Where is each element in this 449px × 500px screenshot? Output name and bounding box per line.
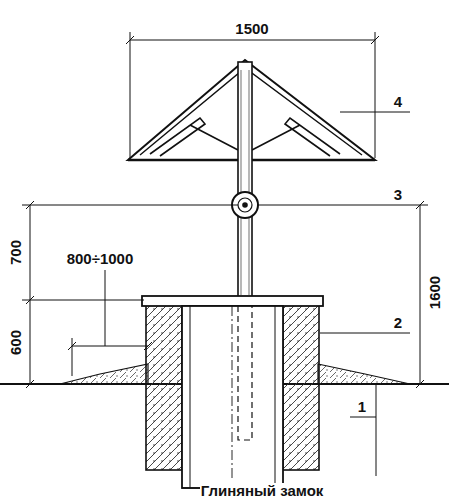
caption-label: Глиняный замок xyxy=(200,483,325,498)
callout-number: 2 xyxy=(393,315,403,330)
dimension: 1500 xyxy=(234,21,269,36)
dimension: 1600 xyxy=(428,274,443,309)
dimension: 800÷1000 xyxy=(66,251,135,266)
callout-number: 4 xyxy=(393,94,403,109)
dimension: 700 xyxy=(9,238,24,265)
callout-number: 3 xyxy=(393,187,403,202)
callout-number: 1 xyxy=(357,399,367,414)
dimension: 600 xyxy=(9,328,24,355)
